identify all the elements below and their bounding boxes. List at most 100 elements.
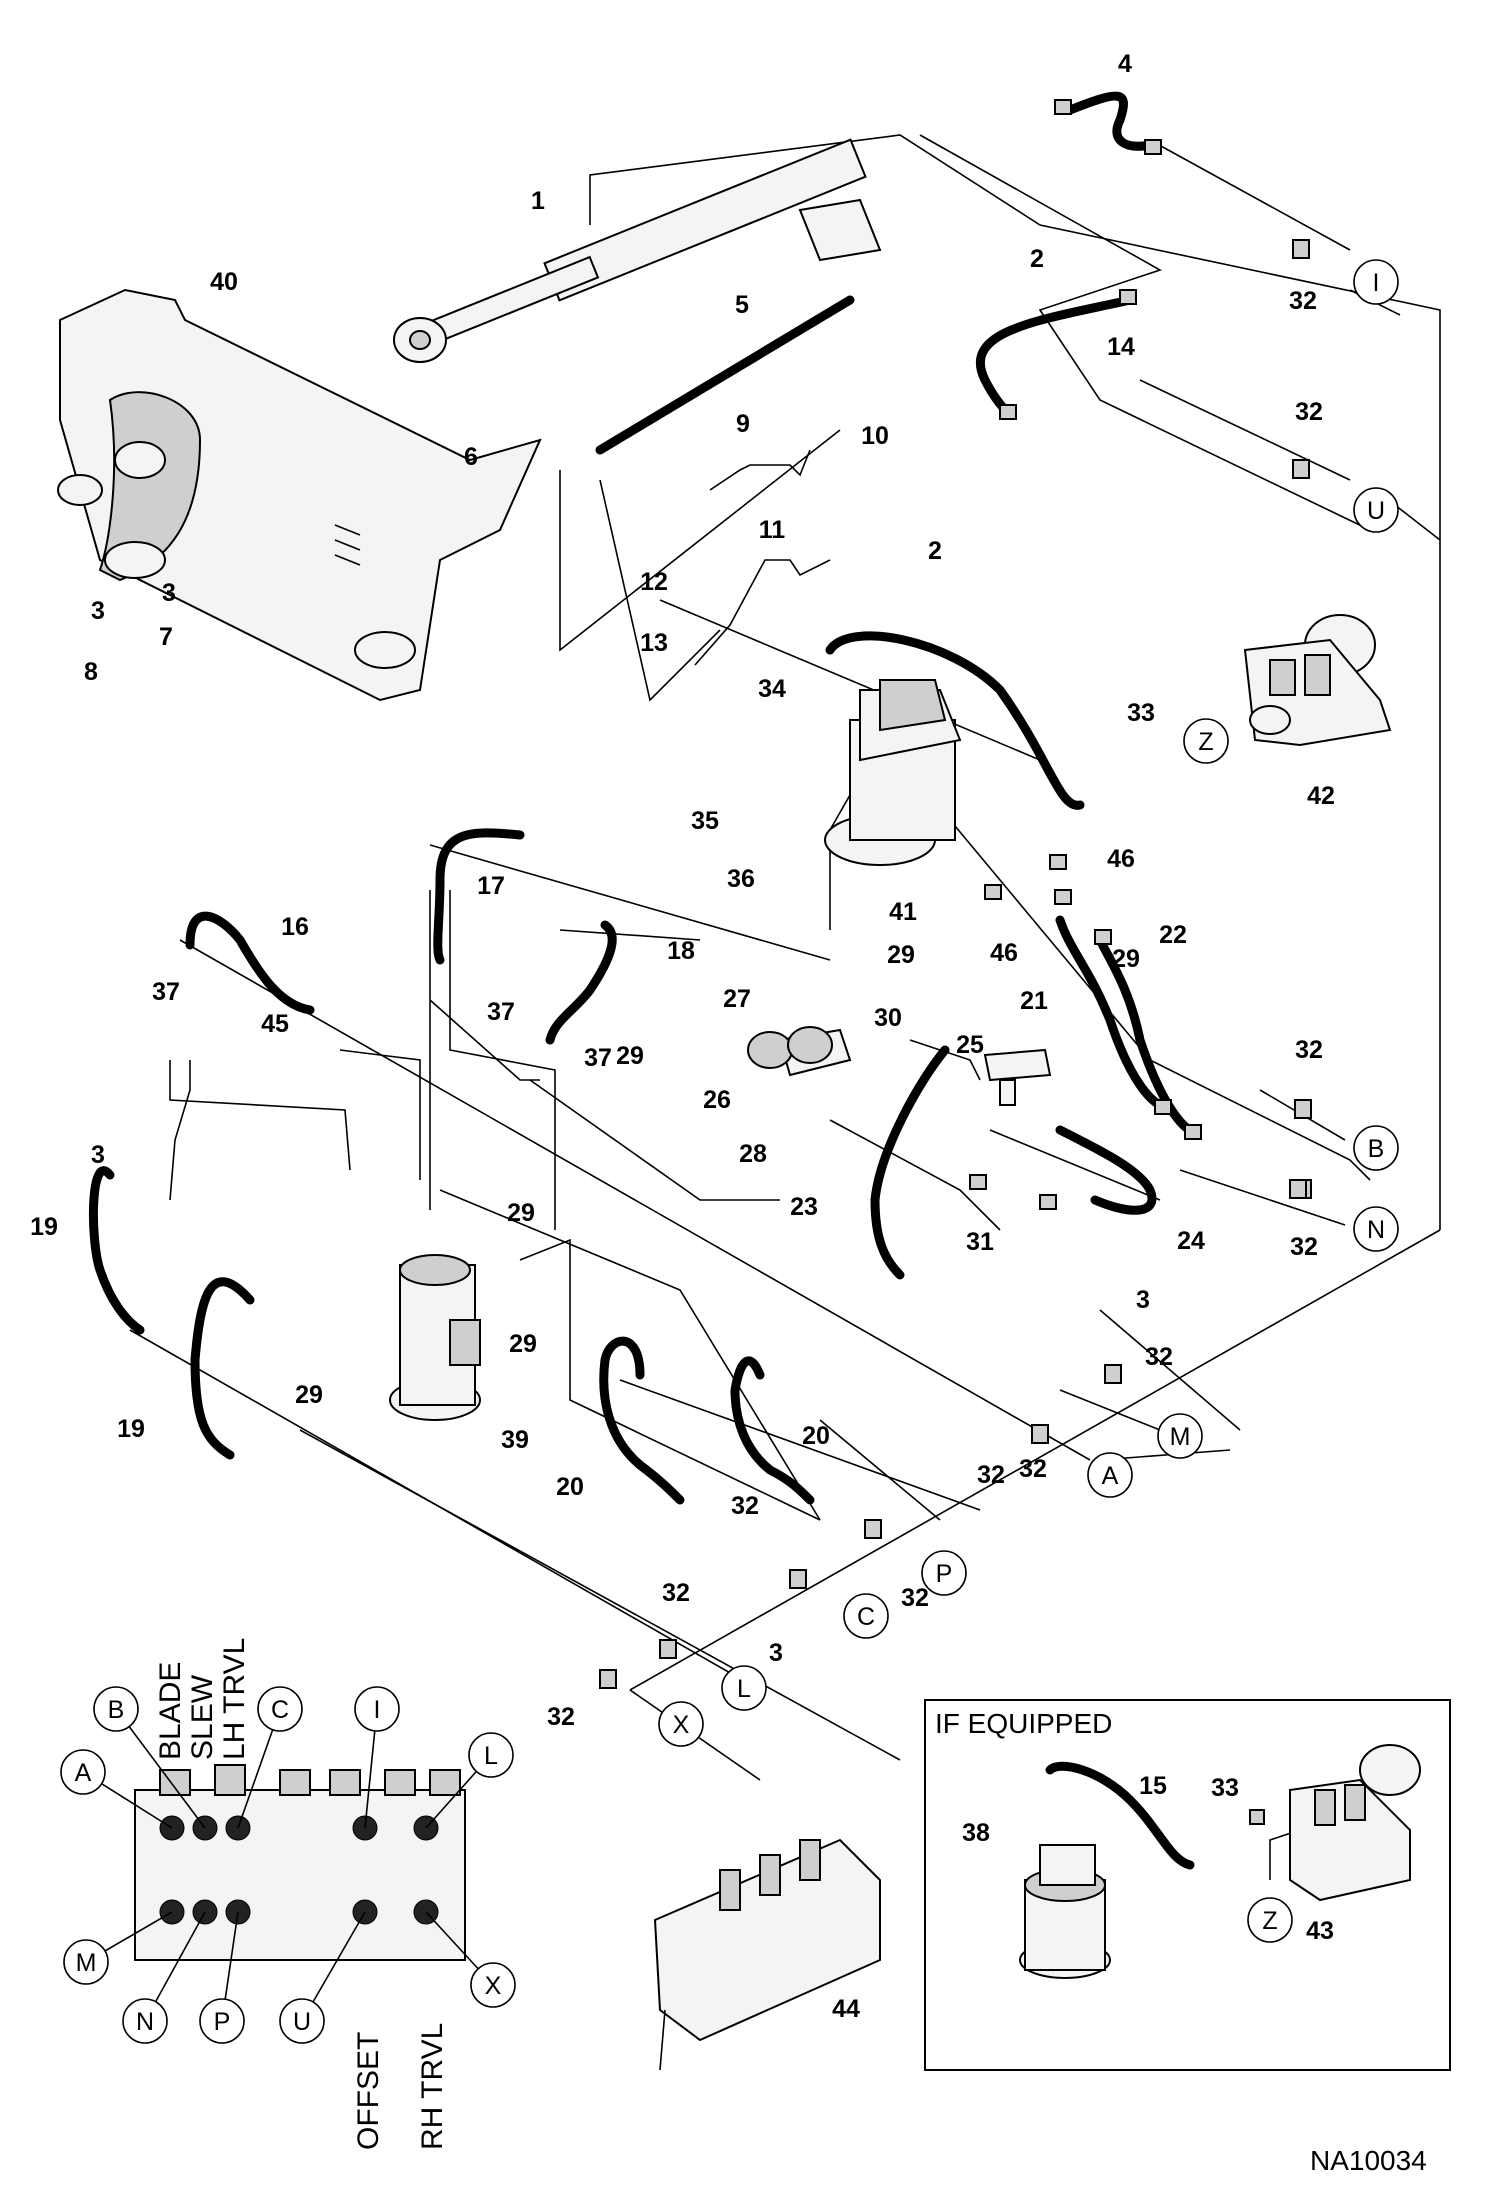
svg-text:L: L bbox=[737, 1675, 751, 1703]
valve-26 bbox=[747, 1026, 852, 1077]
part-number-label: 37 bbox=[487, 998, 515, 1026]
label-blade: BLADE bbox=[154, 1662, 187, 1760]
port-circle: C bbox=[257, 1686, 303, 1732]
part-number-label: 41 bbox=[889, 898, 917, 926]
svg-text:X: X bbox=[673, 1711, 690, 1739]
svg-text:U: U bbox=[1367, 497, 1385, 525]
svg-text:M: M bbox=[1170, 1423, 1191, 1451]
hose-21 bbox=[1055, 915, 1165, 1110]
part-number-label: 32 bbox=[901, 1584, 929, 1612]
svg-text:X: X bbox=[485, 1972, 502, 2000]
svg-text:I: I bbox=[374, 1696, 381, 1724]
part-number-label: 44 bbox=[832, 1995, 860, 2023]
drawing-code: NA10034 bbox=[1310, 2145, 1427, 2176]
tube-11 bbox=[694, 559, 831, 666]
if-equipped-box bbox=[924, 1699, 1451, 2071]
valve-42 bbox=[1243, 614, 1392, 747]
svg-text:C: C bbox=[271, 1696, 289, 1724]
part-number-label: 29 bbox=[295, 1381, 323, 1409]
label-slew: SLEW bbox=[186, 1674, 219, 1760]
part-number-label: 32 bbox=[731, 1492, 759, 1520]
tee-25 bbox=[983, 1048, 1052, 1106]
part-number-label: 39 bbox=[501, 1426, 529, 1454]
part-number-label: 22 bbox=[1159, 921, 1187, 949]
part-number-label: 37 bbox=[152, 978, 180, 1006]
part-number-label: 25 bbox=[956, 1031, 984, 1059]
part-number-label: 15 bbox=[1139, 1772, 1167, 1800]
svg-text:A: A bbox=[1102, 1462, 1119, 1490]
part-number-label: 32 bbox=[977, 1461, 1005, 1489]
part-number-label: 32 bbox=[1295, 398, 1323, 426]
hose-16 bbox=[185, 911, 315, 1015]
port-circle: P bbox=[199, 1998, 245, 2044]
part-number-label: 9 bbox=[736, 410, 750, 438]
part-number-label: 37 bbox=[584, 1044, 612, 1072]
control-valve-44 bbox=[653, 1838, 881, 2071]
hose-17 bbox=[433, 828, 525, 965]
part-number-label: 26 bbox=[703, 1086, 731, 1114]
connection-circle: B bbox=[1353, 1125, 1399, 1171]
hose-20b bbox=[730, 1356, 815, 1505]
label-rh-trvl: RH TRVL bbox=[416, 2023, 449, 2150]
hose-23 bbox=[870, 1045, 950, 1280]
hose-4 bbox=[1065, 91, 1155, 151]
svg-text:N: N bbox=[1367, 1216, 1385, 1244]
hose-18 bbox=[545, 920, 617, 1045]
part-number-label: 34 bbox=[758, 675, 786, 703]
port-circle: B bbox=[93, 1686, 139, 1732]
port-circle: X bbox=[470, 1962, 516, 2008]
svg-text:P: P bbox=[936, 1560, 953, 1588]
part-number-label: 19 bbox=[117, 1415, 145, 1443]
connection-circle: L bbox=[721, 1665, 767, 1711]
part-number-label: 36 bbox=[727, 865, 755, 893]
connection-circle: Z bbox=[1247, 1897, 1293, 1943]
svg-text:Z: Z bbox=[1198, 728, 1213, 756]
svg-text:C: C bbox=[857, 1603, 875, 1631]
part-number-label: 24 bbox=[1177, 1227, 1205, 1255]
part-number-label: 29 bbox=[509, 1330, 537, 1358]
frame-40 bbox=[57, 288, 542, 702]
connection-circle: X bbox=[658, 1701, 704, 1747]
svg-text:P: P bbox=[214, 2008, 231, 2036]
part-number-label: 3 bbox=[1136, 1286, 1150, 1314]
part-number-label: 7 bbox=[159, 623, 173, 651]
part-number-label: 19 bbox=[30, 1213, 58, 1241]
part-number-label: 30 bbox=[874, 1004, 902, 1032]
hose-19b bbox=[190, 1277, 255, 1460]
part-number-label: 1 bbox=[531, 187, 545, 215]
connection-circle: A bbox=[1087, 1452, 1133, 1498]
part-number-label: 5 bbox=[735, 291, 749, 319]
connection-circle: P bbox=[921, 1550, 967, 1596]
part-number-label: 2 bbox=[928, 537, 942, 565]
svg-text:N: N bbox=[136, 2008, 154, 2036]
part-number-label: 29 bbox=[887, 941, 915, 969]
part-number-label: 46 bbox=[990, 939, 1018, 967]
part-number-label: 32 bbox=[1145, 1343, 1173, 1371]
hose-34 bbox=[825, 631, 1085, 810]
part-number-label: 17 bbox=[477, 872, 505, 900]
fittings bbox=[599, 99, 1312, 1825]
part-number-label: 43 bbox=[1306, 1917, 1334, 1945]
part-number-label: 14 bbox=[1107, 333, 1135, 361]
part-number-label: 11 bbox=[759, 516, 786, 544]
label-lh-trvl: LH TRVL bbox=[218, 1638, 251, 1760]
part-number-label: 28 bbox=[739, 1140, 767, 1168]
part-number-label: 20 bbox=[556, 1473, 584, 1501]
motor-41 bbox=[824, 679, 962, 866]
part-number-label: 33 bbox=[1211, 1774, 1239, 1802]
port-circle: N bbox=[122, 1998, 168, 2044]
part-number-label: 32 bbox=[662, 1579, 690, 1607]
part-number-label: 21 bbox=[1020, 987, 1048, 1015]
part-number-label: 35 bbox=[691, 807, 719, 835]
part-number-label: 31 bbox=[966, 1228, 994, 1256]
part-number-label: 10 bbox=[861, 422, 889, 450]
part-number-label: 32 bbox=[1295, 1036, 1323, 1064]
part-number-label: 3 bbox=[91, 597, 105, 625]
part-number-label: 3 bbox=[162, 579, 176, 607]
port-circle: M bbox=[63, 1939, 109, 1985]
